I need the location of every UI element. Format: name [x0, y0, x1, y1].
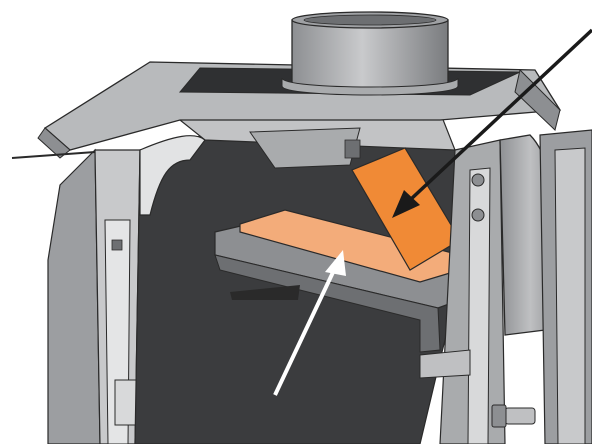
hinge-knob	[491, 404, 536, 428]
left-deflector	[139, 135, 206, 216]
top-bulkhead	[178, 111, 456, 169]
black-arrow	[392, 28, 592, 218]
side-convection-panel	[419, 129, 592, 444]
flue-collar	[281, 11, 459, 96]
white-arrow	[273, 250, 346, 396]
